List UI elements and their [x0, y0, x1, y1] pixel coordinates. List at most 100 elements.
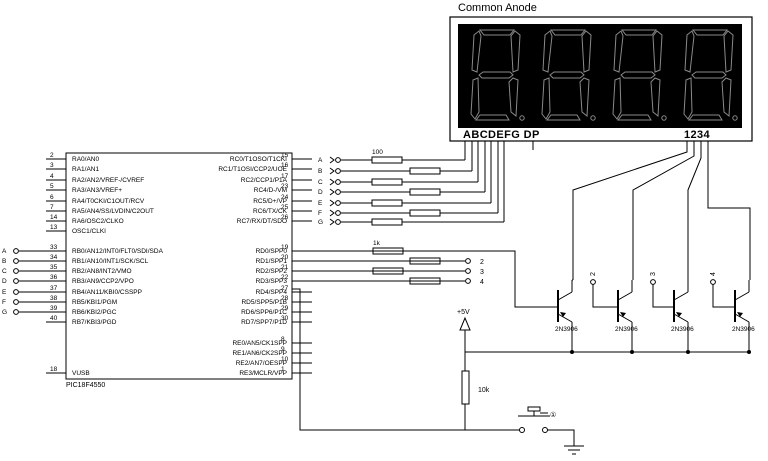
mcu-pin-name: RE2/AN7/OESPP	[236, 360, 287, 367]
transistor-collector	[617, 291, 633, 301]
segment-terminal-circle	[335, 210, 341, 216]
transistor-tag-circle	[710, 279, 716, 285]
digit-terminal-label: 3	[480, 269, 484, 276]
mcu-pin-name: RB1/AN10/INT1/SCK/SCL	[72, 258, 149, 265]
transistor-part-label: 2N3906	[732, 326, 755, 333]
segment-b	[652, 30, 663, 73]
mcu-pin-name: RA6/OSC2/CLKO	[72, 218, 124, 225]
segment-resistor-a	[341, 156, 465, 164]
segment-a	[478, 29, 516, 36]
transistor-tag-wire	[652, 284, 665, 308]
mcu-pin-name: RD4/SPP4	[256, 289, 288, 296]
mcu-left-pins: 2RA0/AN03RA1/AN14RA2/AN2/VREF-/CVREF5RA3…	[46, 152, 164, 326]
digit-resistor-3	[312, 267, 465, 275]
transistor-emitter	[734, 313, 750, 323]
segment-dp	[732, 115, 738, 121]
mcu-pin-number: 20	[281, 254, 289, 261]
segment-b	[581, 30, 592, 73]
segment-terminal-d: D	[318, 188, 341, 196]
rb-terminal-circle	[13, 299, 19, 305]
rb-terminal-label: B	[2, 258, 6, 265]
segment-b	[510, 30, 521, 73]
seven-segment-display: Common Anode ABCDEFG DP 1234	[449, 2, 753, 222]
segment-resistor-g	[341, 218, 504, 226]
mcu-pin-name: RE0/AN5/CK1SPP	[232, 340, 287, 347]
transistor-collector	[734, 291, 750, 301]
mcu-pin-number: 21	[281, 264, 289, 271]
rb-terminal-label: F	[2, 299, 6, 306]
mcu-pin-number: 15	[281, 152, 289, 159]
digit-terminals: 234	[465, 258, 484, 286]
segment-terminal-g: G	[318, 218, 341, 226]
mcu-pin-name: RD6/SPP6/P1C	[241, 309, 287, 316]
digit-terminal-label: 2	[480, 259, 484, 266]
segment-terminal-f: F	[318, 209, 341, 217]
transistor-emitter-arrow	[676, 312, 682, 317]
segment-g	[620, 71, 656, 79]
mcu-pin-number: 27	[281, 285, 289, 292]
segment-terminal-label: F	[318, 210, 322, 217]
mcu-pin-name: OSC1/CLKI	[72, 228, 106, 235]
segment-resistor-d	[341, 188, 485, 196]
segment-e	[541, 77, 551, 120]
reset-button-cap	[527, 406, 541, 412]
mcu-pin-number: 1	[281, 366, 285, 373]
mcu-pin-number: 7	[50, 204, 54, 211]
mcu-pin-number: 35	[50, 264, 58, 271]
mcu-pin-number: 40	[50, 315, 58, 322]
pullup-resistor	[461, 370, 470, 405]
mcu-pin-name: RD3/SPP3	[256, 278, 288, 285]
segment-d	[474, 114, 510, 121]
segment-resistor-body	[371, 218, 403, 226]
digit-pin-labels: 1234	[684, 129, 711, 141]
segment-e	[612, 77, 622, 120]
transistor-emitter-arrow	[560, 312, 566, 317]
rb-terminal-e: E	[2, 289, 46, 296]
supply-label: +5V	[457, 309, 470, 316]
mcu-pin-number: 5	[50, 183, 54, 190]
transistor-tag-circle	[650, 279, 656, 285]
digit-4	[683, 29, 738, 121]
digit-drive-wires	[572, 150, 751, 280]
mcu-pin-name: RB3/AN9/CCP2/VPO	[72, 278, 134, 285]
rb-terminal-circle	[13, 289, 19, 295]
pullup-value: 10k	[478, 387, 490, 394]
mcu-pin-number: 23	[281, 183, 289, 190]
transistor-tag-wire	[592, 284, 609, 308]
segment-dp	[661, 115, 667, 121]
mcu-right-pins: 15RC0/T1OSO/T1CKI16RC1/T1OSI/CCP2/UOE17R…	[218, 152, 312, 377]
mcu-pin-name: RD2/SPP2	[256, 268, 288, 275]
mcu-pin-name: RC4/D-/VM	[254, 187, 287, 194]
mcu-pin-name: RB4/AN11/KBI0/CSSPP	[72, 289, 142, 296]
segment-g	[549, 71, 585, 79]
mcu-pin-name: RE1/AN6/CK2SPP	[232, 350, 287, 357]
rb-terminal-label: A	[2, 248, 7, 255]
mcu-pin-name: RC7/RX/DT/SDO	[237, 218, 287, 225]
mcu-pin-name: RD1/SPP1	[256, 258, 288, 265]
mcu-pin-vusb: 18 VUSB	[46, 366, 90, 377]
transistor-emitter-arrow	[620, 312, 626, 317]
mcu-pin-number: 13	[50, 224, 58, 231]
mcu-body	[65, 152, 293, 380]
segment-terminal-circle	[335, 200, 341, 206]
segment-terminal-circle	[335, 157, 341, 163]
segment-resistor-b	[341, 167, 472, 175]
rb-terminal-a: A	[2, 248, 46, 255]
mcu-pin-number: 2	[50, 152, 54, 159]
display-pins	[464, 141, 709, 222]
rd0-wire	[292, 250, 549, 308]
transistor-tag-wire	[712, 284, 726, 308]
